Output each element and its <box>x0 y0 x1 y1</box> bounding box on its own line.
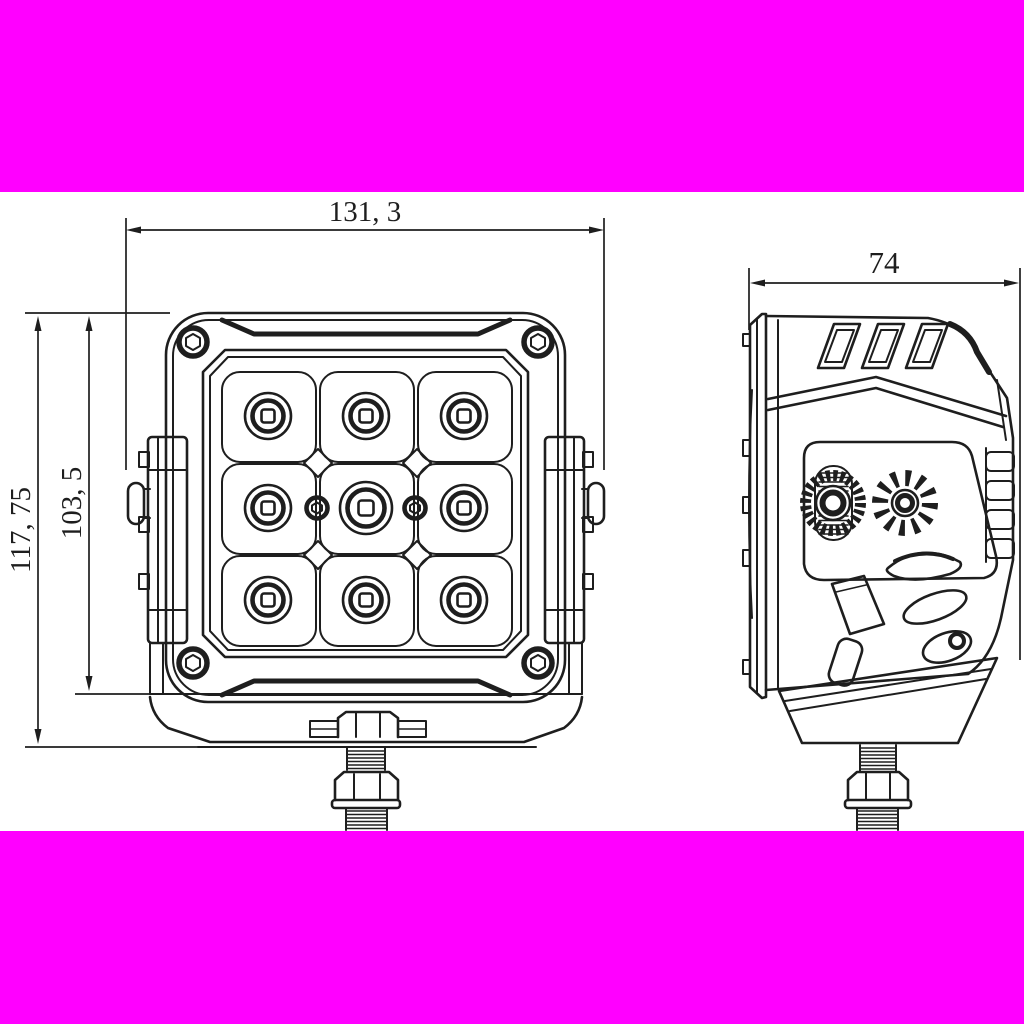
heat-fins <box>985 447 1015 563</box>
mount-foot <box>148 693 584 748</box>
mounting-bolt <box>309 710 427 831</box>
side-view <box>742 312 1015 831</box>
lower-vents <box>827 551 973 687</box>
cell-diamond <box>402 540 432 570</box>
corner-screw <box>521 646 555 680</box>
led <box>439 391 489 441</box>
dim-front-body-height-label: 103, 5 <box>56 467 88 540</box>
vent-slots <box>816 322 950 370</box>
cell-diamond <box>303 540 333 570</box>
corner-screw <box>521 325 555 359</box>
led <box>243 391 293 441</box>
adjustment-dial-right <box>872 470 938 536</box>
dimension-annotations: 131, 3 117, 75 103, 5 74 <box>5 196 1021 748</box>
lens-screw <box>402 495 428 521</box>
lens-edge <box>742 312 768 700</box>
corner-screws <box>176 325 555 680</box>
top-magenta-bar <box>0 0 1024 192</box>
corner-screw <box>176 325 210 359</box>
lens-screw <box>304 495 330 521</box>
left-mount-bracket <box>126 435 189 695</box>
bottom-accent-band <box>219 678 513 698</box>
bottom-magenta-bar <box>0 831 1024 1024</box>
dim-side-depth-label: 74 <box>869 245 901 280</box>
mount-foot-side <box>777 656 999 745</box>
front-view <box>126 311 606 831</box>
led-center <box>338 480 394 536</box>
led <box>341 391 391 441</box>
led <box>341 575 391 625</box>
cell-diamond <box>303 448 333 478</box>
mounting-bolt-side <box>843 744 913 831</box>
vent-slot <box>816 322 862 370</box>
led <box>439 575 489 625</box>
corner-screw <box>176 646 210 680</box>
lens-frame <box>201 348 530 659</box>
bracket-knob <box>586 481 606 526</box>
right-mount-bracket <box>543 435 606 695</box>
bracket-knob <box>126 481 146 526</box>
dim-front-width: 131, 3 <box>125 196 605 470</box>
dim-front-width-label: 131, 3 <box>329 196 402 228</box>
cell-diamond <box>402 448 432 478</box>
vent-slot <box>904 322 950 370</box>
led <box>243 575 293 625</box>
dim-side-depth: 74 <box>748 245 1021 660</box>
top-accent-band <box>219 317 513 337</box>
adjustment-dial-left <box>800 465 866 541</box>
led <box>243 483 293 533</box>
control-panel <box>800 440 999 582</box>
dim-front-total-height: 117, 75 <box>5 312 200 748</box>
led-array <box>243 391 489 625</box>
led-cell-grid <box>221 371 513 647</box>
led <box>439 483 489 533</box>
accent-chevron <box>766 375 1008 429</box>
vent-slot <box>860 322 906 370</box>
dim-front-total-height-label: 117, 75 <box>5 487 37 573</box>
dim-front-body-height: 103, 5 <box>56 316 162 695</box>
